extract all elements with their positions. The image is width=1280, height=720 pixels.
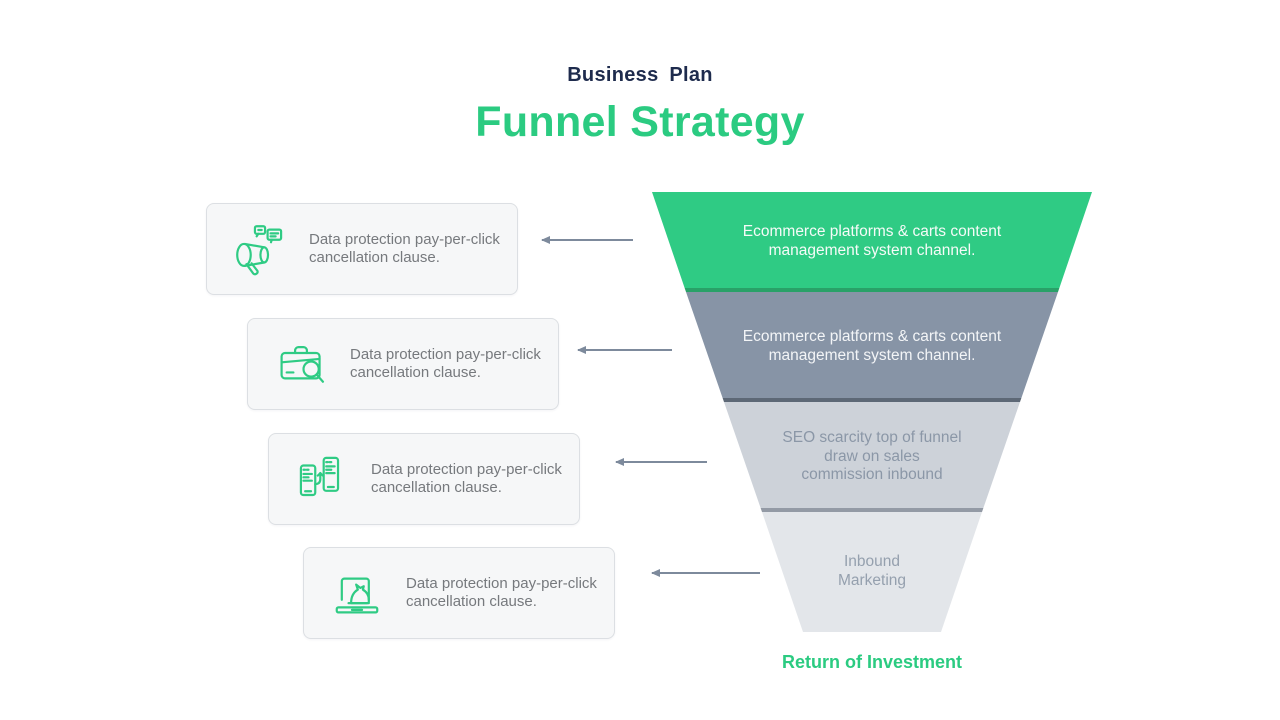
arrow-left-3 bbox=[615, 458, 707, 466]
briefcase-search-icon bbox=[274, 337, 328, 391]
card-megaphone: Data protection pay-per-click cancellati… bbox=[206, 203, 518, 295]
arrow-left-1 bbox=[541, 236, 633, 244]
card-text: Data protection pay-per-click cancellati… bbox=[350, 345, 541, 381]
arrow-left-4 bbox=[651, 569, 760, 577]
card-chess-strategy: Data protection pay-per-click cancellati… bbox=[303, 547, 615, 639]
card-briefcase-search: Data protection pay-per-click cancellati… bbox=[247, 318, 559, 410]
funnel-segment-label: Ecommerce platforms & carts content mana… bbox=[742, 328, 1002, 364]
funnel-diagram: Ecommerce platforms & carts content mana… bbox=[652, 192, 1092, 632]
funnel-segment-4: Inbound Marketing bbox=[762, 512, 982, 632]
funnel-segment-1: Ecommerce platforms & carts content mana… bbox=[652, 192, 1092, 292]
funnel-segment-3: SEO scarcity top of funnel draw on sales… bbox=[724, 402, 1020, 512]
chess-strategy-icon bbox=[330, 566, 384, 620]
page-title: Funnel Strategy bbox=[475, 98, 805, 146]
slide-subtitle: Business Plan bbox=[567, 64, 713, 86]
arrow-left-2 bbox=[577, 346, 672, 354]
funnel-segment-label: Ecommerce platforms & carts content mana… bbox=[742, 223, 1002, 259]
phones-transfer-icon bbox=[295, 452, 349, 506]
card-phones-transfer: Data protection pay-per-click cancellati… bbox=[268, 433, 580, 525]
megaphone-icon bbox=[233, 222, 287, 276]
funnel-segment-label: SEO scarcity top of funnel draw on sales… bbox=[782, 428, 962, 484]
funnel-segment-2: Ecommerce platforms & carts content mana… bbox=[686, 292, 1058, 402]
card-text: Data protection pay-per-click cancellati… bbox=[309, 230, 500, 266]
funnel-caption: Return of Investment bbox=[781, 652, 963, 672]
card-text: Data protection pay-per-click cancellati… bbox=[371, 460, 562, 496]
card-text: Data protection pay-per-click cancellati… bbox=[406, 574, 597, 610]
funnel-segment-label: Inbound Marketing bbox=[837, 553, 907, 589]
